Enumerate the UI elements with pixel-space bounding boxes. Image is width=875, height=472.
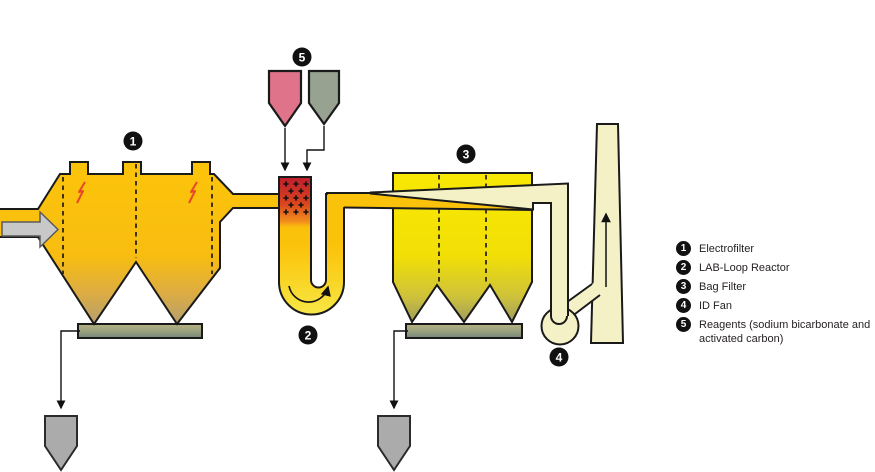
reagent-feed-arrow <box>302 126 325 172</box>
legend-badge: 3 <box>676 279 691 294</box>
lightning-icon <box>76 181 86 204</box>
ash-discharge-arrow <box>56 330 80 410</box>
badge-reagents: 5 <box>292 47 312 67</box>
legend-label: LAB-Loop Reactor <box>699 262 790 274</box>
fan-inlet-bend <box>550 315 568 325</box>
badge-reactor: 2 <box>298 325 318 345</box>
bagfilter-hopper-base <box>405 323 523 339</box>
legend-badge: 4 <box>676 298 691 313</box>
reagent-hopper-activated-carbon <box>307 69 341 126</box>
reagent-hopper-sodium-bicarbonate <box>267 69 303 128</box>
legend-item-lab-loop-reactor: 2 LAB-Loop Reactor <box>676 260 872 275</box>
clean-gas-duct <box>370 183 568 323</box>
svg-text:4: 4 <box>556 351 563 365</box>
svg-text:1: 1 <box>130 135 137 149</box>
legend-label: ID Fan <box>699 300 733 312</box>
ash-discharge-arrow <box>389 330 408 410</box>
badge-bagfilter: 3 <box>456 144 476 164</box>
stack <box>589 123 625 344</box>
lightning-icon <box>188 181 198 204</box>
badge-electrofilter: 1 <box>123 131 143 151</box>
electrofilter-hopper-base <box>77 323 203 339</box>
legend-label: Reagents (sodium bicarbonate and activat… <box>699 319 871 345</box>
inlet-flow-arrow-icon <box>1 210 60 249</box>
ash-container <box>377 415 411 472</box>
legend-item-reagents: 5 Reagents (sodium bicarbonate and activ… <box>676 317 872 346</box>
badge-id-fan: 4 <box>549 347 569 367</box>
legend-label: Electrofilter <box>699 243 755 255</box>
legend: 1 Electrofilter 2 LAB-Loop Reactor 3 Bag… <box>676 241 872 350</box>
svg-text:2: 2 <box>305 329 312 343</box>
clean-gas-duct-outline <box>369 182 569 316</box>
legend-label: Bag Filter <box>699 281 747 293</box>
svg-text:5: 5 <box>299 51 306 65</box>
legend-badge: 5 <box>676 317 691 332</box>
fan-to-stack-duct <box>563 282 603 317</box>
ash-container <box>44 415 78 472</box>
reactor-reagent-grid <box>283 181 309 215</box>
legend-item-electrofilter: 1 Electrofilter <box>676 241 872 256</box>
legend-badge: 2 <box>676 260 691 275</box>
legend-item-bag-filter: 3 Bag Filter <box>676 279 872 294</box>
svg-text:3: 3 <box>463 148 470 162</box>
gas-recirculation-arrow-icon <box>288 285 331 303</box>
legend-item-id-fan: 4 ID Fan <box>676 298 872 313</box>
legend-badge: 1 <box>676 241 691 256</box>
